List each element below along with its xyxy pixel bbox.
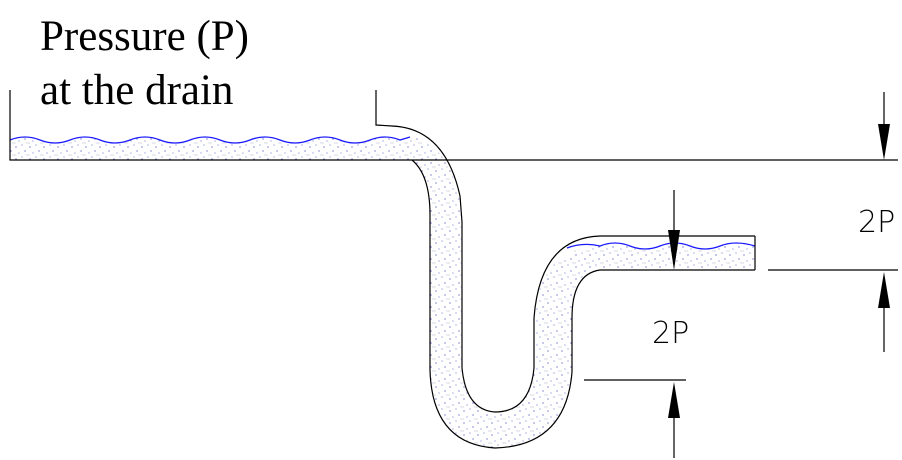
- basin-outline: [9, 90, 412, 161]
- dim-upper-arrowhead: [878, 124, 890, 160]
- outlet-water-surface: [566, 242, 756, 250]
- basin-right-wall: [375, 90, 393, 127]
- dim-lower-bottom-arrowhead: [668, 382, 680, 418]
- diagram-title: Pressure (P) at the drain: [40, 10, 249, 118]
- title-line-2: at the drain: [40, 67, 234, 114]
- trap-outer-wall: [391, 125, 755, 413]
- dim-lower-top-arrowhead: [668, 230, 680, 270]
- title-line-1: Pressure (P): [40, 13, 249, 60]
- basin-water-surface: [9, 136, 411, 144]
- trap-inner-wall: [411, 159, 755, 449]
- water-fill: [10, 137, 755, 448]
- dim-outlet-arrowhead: [878, 272, 890, 308]
- dim-upper-label: 2P: [858, 205, 895, 240]
- dim-lower-label: 2P: [652, 316, 689, 351]
